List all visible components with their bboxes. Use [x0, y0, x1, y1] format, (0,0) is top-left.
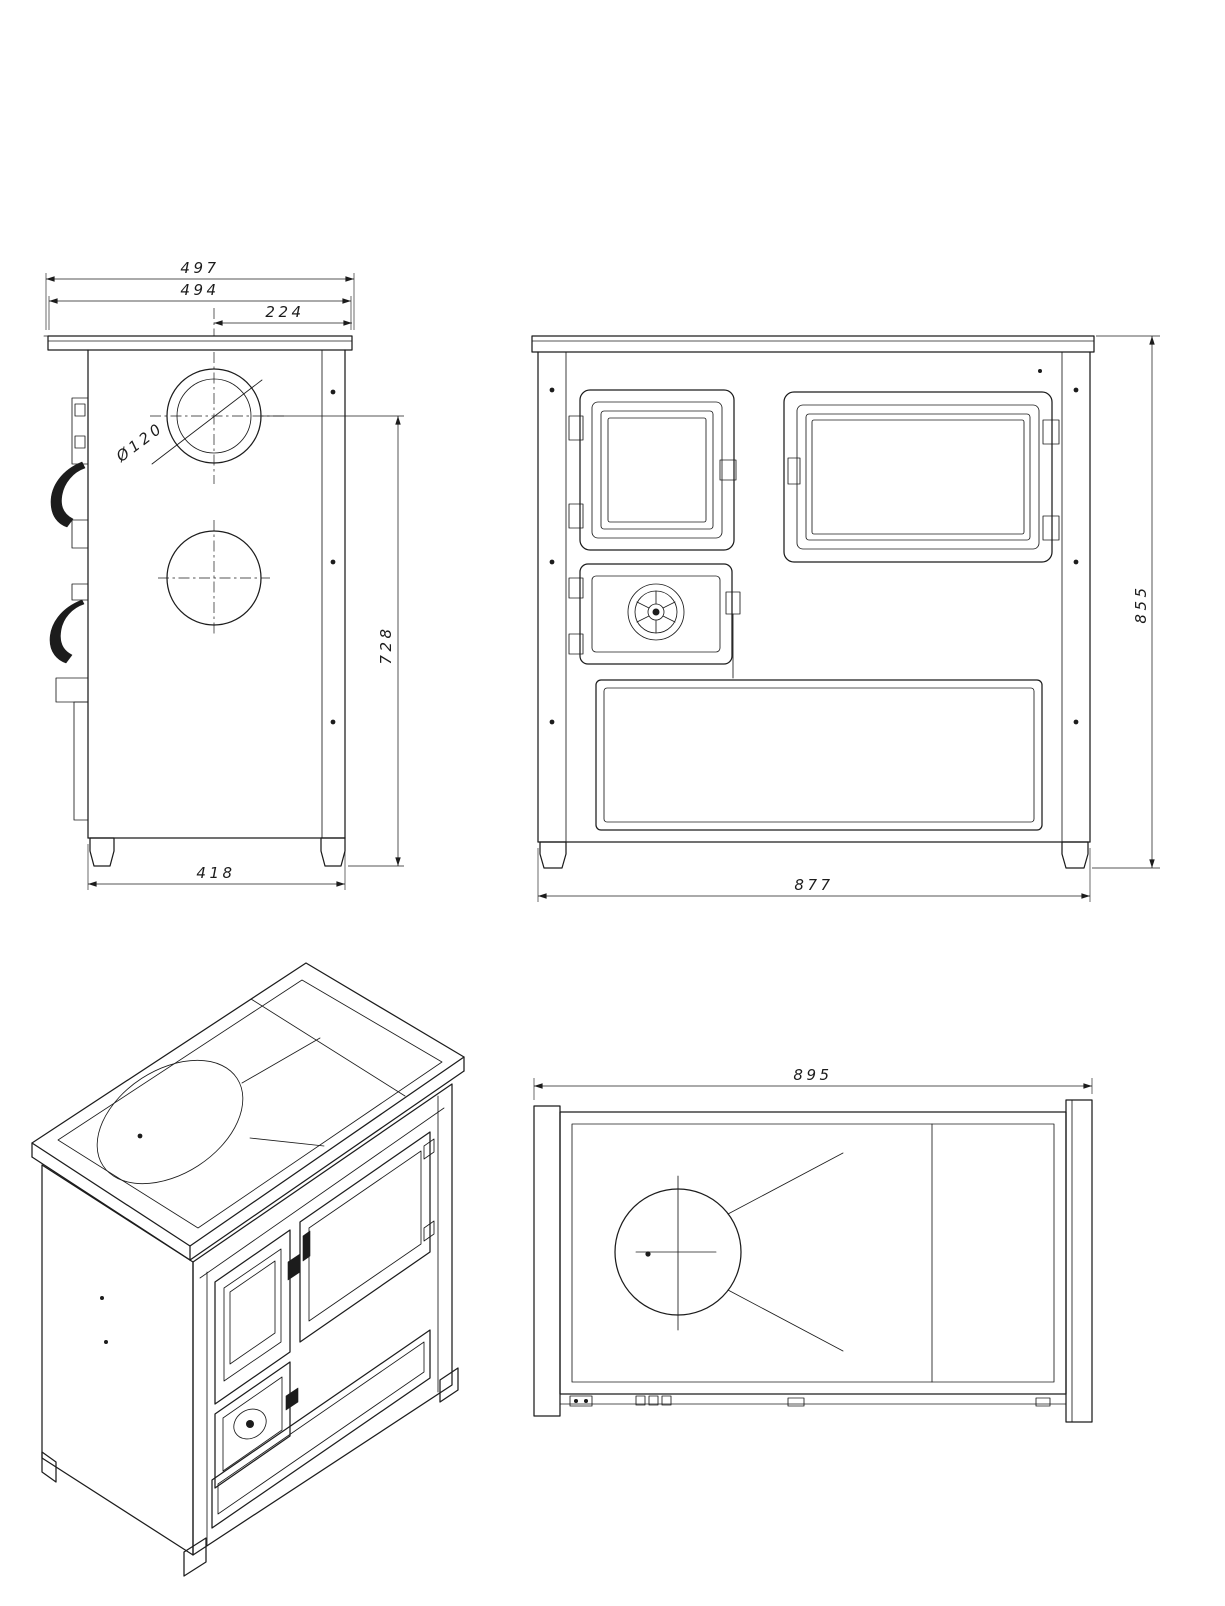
front-top-plate: [531, 335, 1095, 353]
side-door-hardware: [49, 397, 89, 821]
oven-door-left-window: [600, 410, 714, 530]
side-view: Ø120 497 494 224: [43, 259, 404, 890]
hinge-icon: [568, 633, 584, 655]
firebox-door: [568, 563, 741, 679]
screw-icon: [1073, 559, 1079, 565]
top-plate-inner: [571, 1123, 1055, 1383]
latch-icon: [569, 1395, 593, 1407]
oven-door-right: [783, 391, 1060, 563]
dim-base-depth: 418: [196, 864, 235, 882]
hinge-icon: [423, 1220, 435, 1242]
screw-icon: [330, 719, 336, 725]
screw-icon: [549, 387, 555, 393]
oven-door-left: [568, 389, 737, 551]
hinge-icon: [423, 1138, 435, 1160]
screw-icon: [549, 559, 555, 565]
front-view: 855 877: [531, 335, 1160, 902]
screw-icon: [1073, 719, 1079, 725]
hinge-icon: [568, 415, 584, 441]
iso-foot: [183, 1537, 207, 1577]
iso-front-panel: [192, 1083, 453, 1556]
dim-front-width: 877: [794, 876, 833, 894]
hinge-icon: [661, 1395, 672, 1406]
air-rosette: [233, 1408, 267, 1440]
dim-top-width: 895: [793, 1066, 832, 1084]
top-front-hardware: [559, 1395, 1067, 1407]
screw-icon: [1038, 369, 1042, 373]
latch-icon: [725, 591, 741, 615]
air-rosette: [627, 583, 685, 641]
dim-side-top-outer: 497: [180, 259, 219, 277]
hinge-icon: [1042, 419, 1060, 445]
hinge-icon: [1042, 515, 1060, 541]
iso-firebox-door: [214, 1361, 299, 1489]
screw-icon: [330, 389, 336, 395]
iso-oven-door-left: [214, 1229, 301, 1405]
screw-icon: [549, 719, 555, 725]
hinge-icon: [787, 1397, 805, 1407]
latch-icon: [787, 457, 801, 485]
screw-icon: [100, 1296, 104, 1300]
isometric-view: [31, 962, 465, 1577]
hinge-icon: [568, 503, 584, 529]
side-top-plate: [47, 335, 353, 351]
iso-ash-drawer: [211, 1329, 431, 1529]
latch-icon: [302, 1230, 311, 1262]
front-dimensions: 855 877: [537, 335, 1160, 902]
top-plate-outline: [559, 1111, 1067, 1395]
door-handle-lower: [49, 599, 85, 664]
iso-left-panel: [41, 1164, 194, 1556]
hinge-icon: [635, 1395, 646, 1406]
latch-icon: [719, 459, 737, 481]
front-foot-right: [1061, 841, 1089, 869]
door-handle-upper: [50, 461, 86, 528]
hinge-icon: [568, 577, 584, 599]
front-foot-left: [539, 841, 567, 869]
dim-front-height: 855: [1132, 584, 1150, 623]
latch-icon: [285, 1387, 299, 1411]
dim-side-top-inner: 494: [180, 281, 219, 299]
iso-hotplate-circle: [96, 1059, 244, 1185]
hinge-icon: [648, 1395, 659, 1406]
iso-top-plate: [31, 962, 465, 1247]
side-dimensions: 497 494 224 728 418: [45, 259, 404, 890]
top-view: 895: [533, 1066, 1093, 1423]
ash-drawer: [595, 679, 1043, 831]
iso-foot: [439, 1367, 459, 1403]
top-dimensions: 895: [533, 1066, 1093, 1100]
dim-height-to-flue: 728: [377, 625, 395, 664]
screw-icon: [330, 559, 336, 565]
iso-oven-door-right: [299, 1131, 435, 1343]
side-foot-front: [89, 837, 115, 867]
dim-flue-offset: 224: [265, 303, 304, 321]
oven-door-right-window: [805, 413, 1031, 541]
ash-lip: [55, 677, 89, 703]
top-rail-right: [1065, 1099, 1093, 1423]
side-foot-rear: [320, 837, 346, 867]
screw-icon: [104, 1340, 108, 1344]
screw-icon: [1073, 387, 1079, 393]
top-rail-left: [533, 1105, 561, 1417]
hinge-icon: [1035, 1397, 1051, 1407]
iso-foot: [41, 1451, 57, 1483]
